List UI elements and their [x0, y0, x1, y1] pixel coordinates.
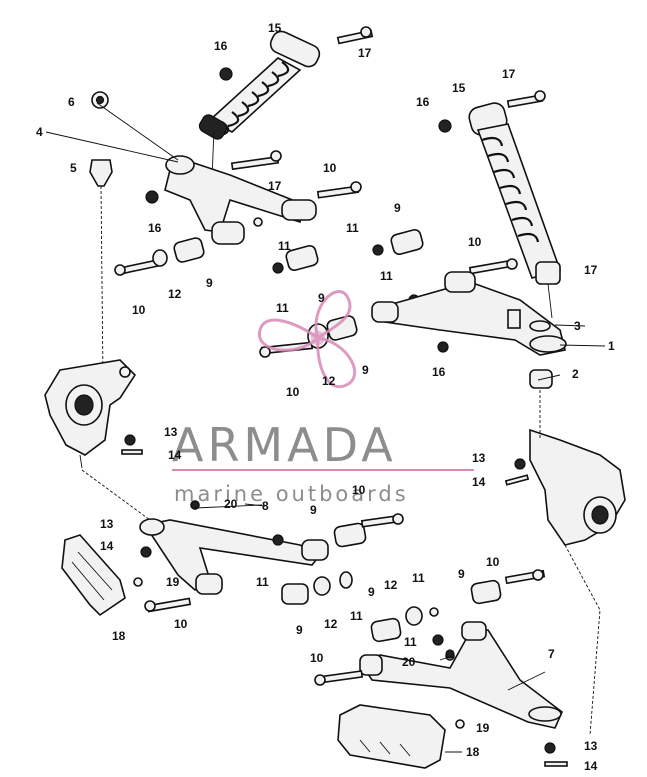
- leader-lines: [45, 102, 606, 753]
- callout-16: 16: [214, 39, 228, 53]
- callout-10: 10: [174, 617, 188, 631]
- callout-12: 12: [322, 374, 336, 388]
- callout-11: 11: [278, 239, 291, 253]
- left-shock-absorber: [198, 26, 374, 179]
- callout-13: 13: [164, 425, 178, 439]
- callout-9: 9: [206, 276, 213, 290]
- callout-17: 17: [584, 263, 598, 277]
- right-guard-plate: [337, 704, 446, 769]
- callout-11: 11: [276, 301, 289, 315]
- left-steering-knuckle: [44, 359, 151, 521]
- callout-17: 17: [268, 179, 282, 193]
- callout-12: 12: [324, 617, 338, 631]
- callout-16: 16: [148, 221, 162, 235]
- callout-10: 10: [486, 555, 500, 569]
- callout-10: 10: [310, 651, 324, 665]
- callout-15: 15: [268, 21, 282, 35]
- callout-14: 14: [472, 475, 486, 489]
- left-guard-plate: [61, 534, 126, 617]
- upper-fasteners: [114, 150, 518, 353]
- callout-11: 11: [256, 575, 269, 589]
- callout-20: 20: [402, 655, 416, 669]
- callout-18: 18: [112, 629, 126, 643]
- callout-1: 1: [608, 339, 615, 353]
- callout-11: 11: [404, 635, 417, 649]
- callout-14: 14: [584, 759, 598, 773]
- callout-3: 3: [574, 319, 581, 333]
- right-steering-knuckle: [529, 369, 626, 736]
- callout-9: 9: [310, 503, 317, 517]
- callout-14: 14: [168, 448, 182, 462]
- callout-9: 9: [458, 567, 465, 581]
- callout-9: 9: [394, 201, 401, 215]
- lower-right-a-arm: [314, 569, 563, 729]
- callout-5: 5: [70, 161, 77, 175]
- small-fasteners: [121, 434, 568, 767]
- callout-10: 10: [132, 303, 146, 317]
- upper-left-a-arm: [91, 91, 317, 245]
- propeller-logo: [258, 290, 357, 389]
- callout-19: 19: [166, 575, 180, 589]
- callout-13: 13: [100, 517, 114, 531]
- callout-12: 12: [168, 287, 182, 301]
- armada-watermark: ARMADA marine outboards: [172, 290, 474, 506]
- watermark-subtitle: marine outboards: [174, 482, 409, 506]
- callout-20: 20: [224, 497, 238, 511]
- callout-19: 19: [476, 721, 490, 735]
- callout-4: 4: [36, 125, 43, 139]
- callout-12: 12: [384, 578, 398, 592]
- callout-16: 16: [432, 365, 446, 379]
- callout-13: 13: [472, 451, 486, 465]
- callout-9: 9: [368, 585, 375, 599]
- callout-14: 14: [100, 539, 114, 553]
- right-shock-absorber: [438, 90, 562, 319]
- callout-11: 11: [412, 571, 425, 585]
- upper-right-a-arm: [371, 271, 567, 356]
- callout-labels: 15 16 17 6 4 5 17 16 10 15 16 17 9 11 10…: [36, 21, 615, 773]
- callout-2: 2: [572, 367, 579, 381]
- ball-joint-upper-left: [89, 159, 113, 381]
- callout-13: 13: [584, 739, 598, 753]
- callout-10: 10: [323, 161, 337, 175]
- callout-9: 9: [296, 623, 303, 637]
- callout-8: 8: [262, 499, 269, 513]
- callout-10: 10: [286, 385, 300, 399]
- callout-17: 17: [358, 46, 372, 60]
- callout-17: 17: [502, 67, 516, 81]
- callout-6: 6: [68, 95, 75, 109]
- callout-10: 10: [352, 483, 366, 497]
- callout-11: 11: [380, 269, 393, 283]
- callout-18: 18: [466, 745, 480, 759]
- callout-9: 9: [362, 363, 369, 377]
- callout-11: 11: [350, 609, 363, 623]
- callout-16: 16: [416, 95, 430, 109]
- callout-15: 15: [452, 81, 466, 95]
- watermark-title: ARMADA: [172, 418, 397, 472]
- callout-7: 7: [548, 647, 555, 661]
- lower-left-a-arm: [139, 500, 404, 613]
- callout-11: 11: [346, 221, 359, 235]
- callout-10: 10: [468, 235, 482, 249]
- callout-9: 9: [318, 291, 325, 305]
